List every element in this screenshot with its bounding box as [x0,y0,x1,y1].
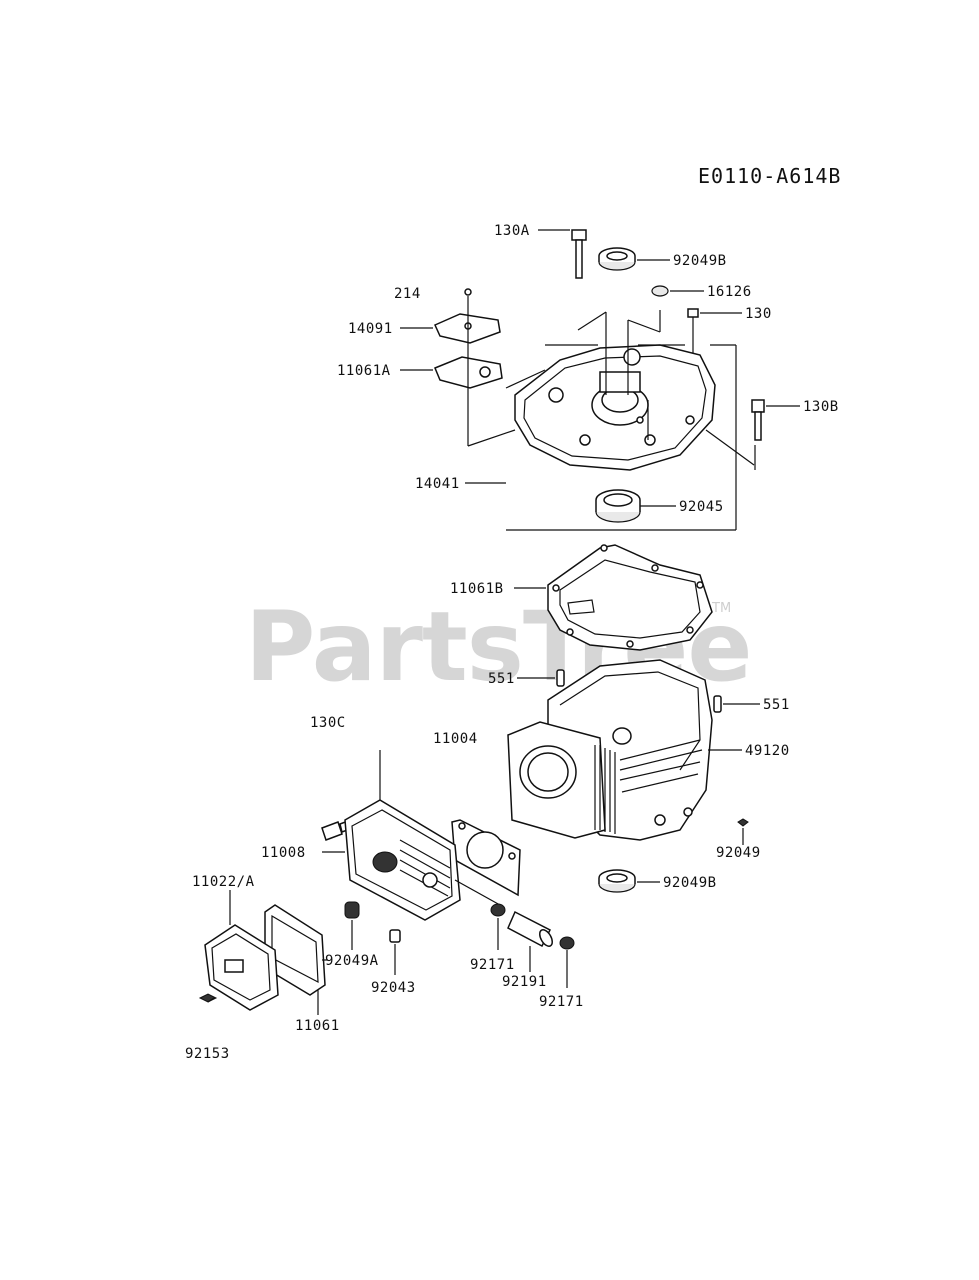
label-11022A[interactable]: 11022/A [192,874,255,890]
pin-92043[interactable] [389,929,401,975]
part-labels: 130A 92049B 214 16126 130 14091 11061A 1… [185,223,839,1062]
label-130B[interactable]: 130B [803,399,839,415]
label-92171-left[interactable]: 92171 [470,957,515,973]
label-11061[interactable]: 11061 [295,1018,340,1034]
gasket-11061B[interactable] [514,544,713,651]
label-92049[interactable]: 92049 [716,845,761,861]
diagram-code: E0110-A614B [698,164,841,188]
label-130[interactable]: 130 [745,306,772,322]
label-92153[interactable]: 92153 [185,1046,230,1062]
oil-seal-92049B-bottom[interactable] [598,869,660,893]
screw-214[interactable] [464,288,472,305]
hose-92191[interactable] [507,910,555,972]
label-14091[interactable]: 14091 [348,321,393,337]
label-551-left[interactable]: 551 [488,671,515,687]
cover-11022A[interactable] [204,890,279,1011]
bolt-130B[interactable] [751,399,800,470]
label-49120[interactable]: 49120 [745,743,790,759]
oil-seal-92049B-top[interactable] [598,247,670,271]
plate-14091[interactable] [400,313,501,344]
label-11008[interactable]: 11008 [261,845,306,861]
label-11061A[interactable]: 11061A [337,363,391,379]
bolt-130A[interactable] [538,229,587,279]
label-92045[interactable]: 92045 [679,499,724,515]
clamp-92171-left[interactable] [490,903,506,950]
head-gasket[interactable] [451,819,521,897]
label-16126[interactable]: 16126 [707,284,752,300]
crankcase-cover-14041[interactable] [514,344,716,471]
dowel-pin-551-right[interactable] [713,695,760,713]
label-92049B-top[interactable]: 92049B [673,253,727,269]
clamp-92171-right[interactable] [559,936,575,988]
label-11061B[interactable]: 11061B [450,581,504,597]
label-214[interactable]: 214 [394,286,421,302]
label-130C[interactable]: 130C [310,715,346,731]
oil-seal-92049A[interactable] [344,901,360,950]
label-92191[interactable]: 92191 [502,974,547,990]
crankcase-11004[interactable] [507,659,742,841]
washer-16126[interactable] [651,285,704,297]
label-92043[interactable]: 92043 [371,980,416,996]
oil-seal-92049[interactable] [737,818,749,845]
label-130A[interactable]: 130A [494,223,530,239]
label-92171-right[interactable]: 92171 [539,994,584,1010]
watermark-trademark: TM [711,601,731,616]
dowel-pin-551-left[interactable] [517,669,565,687]
label-92049A[interactable]: 92049A [325,953,379,969]
label-11004[interactable]: 11004 [433,731,478,747]
bolt-92153[interactable] [198,993,218,1003]
label-551-right[interactable]: 551 [763,697,790,713]
label-14041[interactable]: 14041 [415,476,460,492]
bearing-92045[interactable] [595,489,676,523]
gasket-11061A[interactable] [400,356,503,389]
cylinder-head-11008[interactable] [322,799,461,921]
label-92049B-bottom[interactable]: 92049B [663,875,717,891]
crankcase-cover-group [400,229,800,531]
